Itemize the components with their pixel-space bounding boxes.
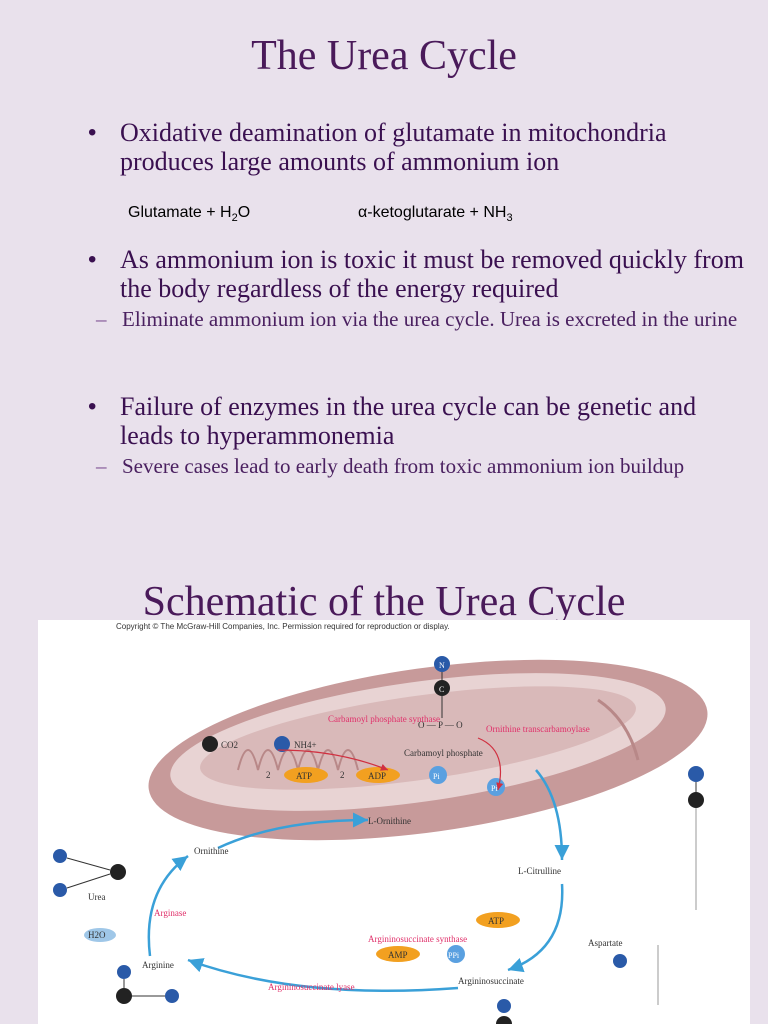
atp-count-label: 2 — [266, 770, 271, 780]
aspartate-structure — [613, 945, 659, 1005]
amp-label: AMP — [388, 950, 408, 960]
urea-label: Urea — [88, 892, 106, 902]
svg-text:O — P — O: O — P — O — [418, 720, 463, 730]
sub-bullet-text: Severe cases lead to early death from to… — [122, 454, 685, 478]
sub-bullet-text: Eliminate ammonium ion via the urea cycl… — [122, 307, 738, 331]
carbon-icon — [110, 864, 126, 880]
l-ornithine-label: L-Ornithine — [368, 816, 411, 826]
urea-cycle-diagram: Copyright © The McGraw-Hill Companies, I… — [38, 620, 750, 1024]
bullet-list: • Oxidative deamination of glutamate in … — [88, 118, 748, 176]
equation-products: α-ketoglutarate + NH3 — [358, 204, 513, 225]
adp-label: ADP — [368, 771, 386, 781]
adp-count-label: 2 — [340, 770, 345, 780]
ppi-label: PPi — [448, 951, 460, 960]
nh4-nitrogen-icon — [274, 736, 290, 752]
atp-label: ATP — [296, 771, 312, 781]
aspartate-label: Aspartate — [588, 938, 622, 948]
bullet-text: As ammonium ion is toxic it must be remo… — [120, 245, 744, 303]
nitrogen-icon — [53, 883, 67, 897]
reaction-arrow — [477, 737, 504, 791]
arginine-label: Arginine — [142, 960, 174, 970]
bullet-item: • Oxidative deamination of glutamate in … — [88, 118, 748, 176]
co2-carbon-icon — [202, 736, 218, 752]
bullet-item: • As ammonium ion is toxic it must be re… — [88, 245, 748, 303]
atp-icon — [476, 912, 520, 928]
bullet-list: • As ammonium ion is toxic it must be re… — [88, 245, 748, 331]
sub-bullet-item: – Eliminate ammonium ion via the urea cy… — [56, 308, 748, 331]
bullet-icon: • — [88, 246, 97, 273]
argininosuccinate-structure — [496, 999, 512, 1024]
cycle-arrow — [217, 812, 369, 850]
asl-enzyme-label: Argininosuccinate lyase — [268, 982, 355, 992]
ornithine-label: Ornithine — [194, 846, 229, 856]
bond-line — [66, 873, 111, 889]
water-icon — [84, 928, 116, 942]
cps-enzyme-label: Carbamoyl phosphate synthase — [328, 714, 440, 724]
carbamoyl-structure: N C O — P — O — [418, 656, 463, 730]
nh4-label: NH4+ — [294, 740, 317, 750]
sub-bullet-item: – Severe cases lead to early death from … — [56, 455, 748, 478]
co2-label: CO2 — [221, 740, 238, 750]
ass-enzyme-label: Argininosuccinate synthase — [368, 934, 467, 944]
cycle-arrow — [147, 854, 189, 957]
equation-reactants: Glutamate + H2O — [128, 204, 251, 225]
citrulline-structure — [688, 766, 704, 910]
otc-enzyme-label: Ornithine transcarbamoylase — [486, 724, 590, 734]
bullet-item: • Failure of enzymes in the urea cycle c… — [88, 392, 748, 450]
bond-line — [66, 857, 111, 871]
bullet-list: • Failure of enzymes in the urea cycle c… — [88, 392, 748, 478]
argininosuccinate-label: Argininosuccinate — [458, 976, 524, 986]
nitrogen-icon — [53, 849, 67, 863]
bullet-text: Failure of enzymes in the urea cycle can… — [120, 392, 697, 450]
dash-icon: – — [96, 454, 107, 478]
arginase-enzyme-label: Arginase — [154, 908, 186, 918]
svg-text:N: N — [439, 661, 445, 670]
bullet-icon: • — [88, 119, 97, 146]
pi-label: Pi — [491, 784, 498, 793]
slide-title: The Urea Cycle — [251, 33, 517, 79]
pi-label: Pi — [433, 772, 440, 781]
h2o-label: H2O — [88, 930, 106, 940]
adp-icon — [356, 767, 400, 783]
slide-subtitle: Schematic of the Urea Cycle — [142, 579, 626, 625]
svg-text:C: C — [439, 685, 444, 694]
bullet-text: Oxidative deamination of glutamate in mi… — [120, 118, 667, 176]
atp-icon — [284, 767, 328, 783]
carbamoyl-phosphate-label: Carbamoyl phosphate — [404, 748, 483, 758]
copyright-notice: Copyright © The McGraw-Hill Companies, I… — [116, 622, 450, 631]
cycle-arrow — [507, 883, 564, 973]
diagram-canvas: N C O — P — O Carbamoyl phosphate syntha… — [53, 656, 708, 1024]
ppi-icon — [447, 945, 465, 963]
pi-icon — [429, 766, 447, 784]
cycle-arrow — [187, 958, 459, 993]
arginine-structure — [116, 965, 179, 1004]
amp-icon — [376, 946, 420, 962]
atp-label: ATP — [488, 916, 504, 926]
reaction-arrow — [277, 749, 389, 771]
bullet-icon: • — [88, 393, 97, 420]
cycle-arrow — [535, 769, 570, 861]
dash-icon: – — [96, 307, 107, 331]
l-citrulline-label: L-Citrulline — [518, 866, 561, 876]
